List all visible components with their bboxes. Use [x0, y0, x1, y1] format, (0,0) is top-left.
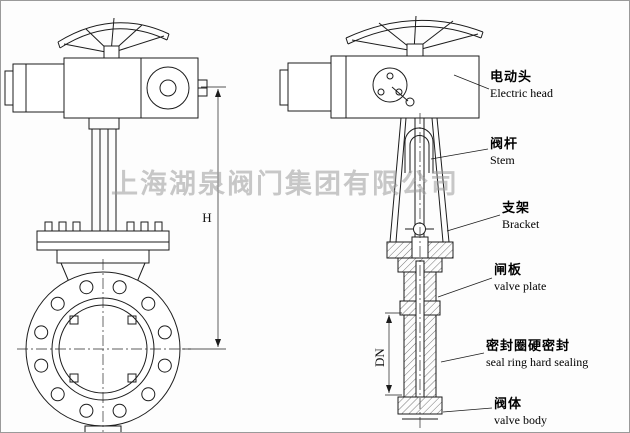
callout-bracket: 支架 Bracket [502, 201, 540, 232]
callout-electric-head: 电动头 Electric head [490, 70, 553, 101]
callout-stem: 阀杆 Stem [490, 137, 519, 168]
side-view: DN [279, 15, 501, 431]
callout-bracket-cn: 支架 [502, 201, 531, 216]
side-handwheel-icon [345, 15, 484, 57]
callout-valve-plate-en: valve plate [494, 278, 547, 293]
callout-seal-ring-en: seal ring hard sealing [486, 354, 589, 369]
front-body-flange [25, 271, 181, 432]
side-stem [404, 118, 434, 239]
callout-valve-body: 阀体 valve body [494, 397, 547, 428]
dim-dn-label: DN [372, 348, 387, 367]
callout-valve-body-cn: 阀体 [494, 397, 523, 412]
callout-seal-ring: 密封圈硬密封 seal ring hard sealing [486, 339, 589, 370]
callout-valve-plate: 闸板 valve plate [494, 263, 547, 294]
callout-seal-ring-cn: 密封圈硬密封 [486, 339, 571, 354]
dimension-DN: DN [372, 312, 402, 396]
callout-stem-cn: 阀杆 [490, 137, 519, 152]
callout-stem-en: Stem [490, 152, 515, 167]
front-bonnet-flange [36, 221, 170, 283]
callout-valve-body-en: valve body [494, 412, 547, 427]
dimension-H: H [182, 86, 226, 350]
dim-h-label: H [202, 210, 211, 225]
front-stem-yoke [88, 117, 120, 231]
callout-leader-lines [430, 74, 501, 413]
callout-electric-head-en: Electric head [490, 85, 553, 100]
front-handwheel-icon [57, 17, 170, 59]
callout-valve-plate-cn: 闸板 [494, 263, 523, 278]
company-watermark: 上海湖泉阀门集团有限公司 [111, 169, 459, 200]
side-actuator [279, 55, 480, 119]
front-actuator [4, 57, 208, 119]
callout-bracket-en: Bracket [502, 216, 540, 231]
front-view: H [4, 17, 226, 432]
callout-electric-head-cn: 电动头 [490, 70, 533, 85]
